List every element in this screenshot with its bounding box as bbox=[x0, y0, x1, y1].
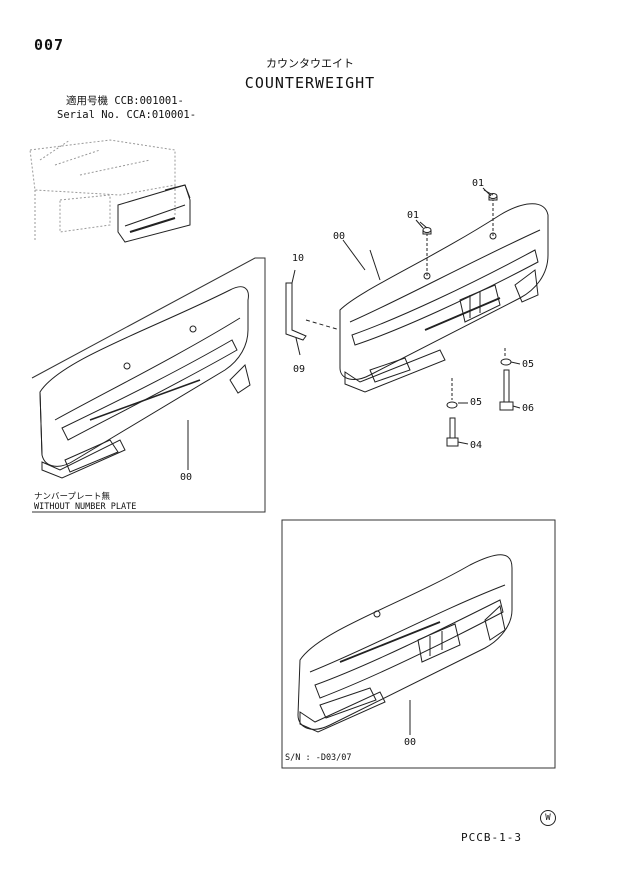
serial-number-line: Serial No. CCA:010001- bbox=[57, 109, 197, 121]
fasteners bbox=[446, 348, 521, 447]
callout-00-main: 00 bbox=[333, 231, 346, 242]
callout-00-inset-bottom: 00 bbox=[404, 737, 417, 748]
callout-09: 09 bbox=[293, 364, 306, 375]
w-circle-mark: W bbox=[540, 810, 556, 826]
inset-frame-bottom bbox=[281, 519, 556, 769]
callout-00-inset-left: 00 bbox=[180, 472, 193, 483]
callout-10: 10 bbox=[292, 253, 305, 264]
lifting-tool bbox=[285, 269, 341, 356]
machine-thumbnail bbox=[29, 139, 176, 240]
counterweight-no-plate bbox=[39, 286, 251, 479]
callout-05-lower: 05 bbox=[470, 397, 483, 408]
title-japanese: カウンタウエイト bbox=[266, 57, 354, 70]
thumbnail-counterweight bbox=[117, 184, 191, 243]
leader-01-right bbox=[482, 187, 492, 197]
caption-serial-range: S/N : -D03/07 bbox=[285, 753, 352, 763]
callout-06: 06 bbox=[522, 403, 535, 414]
callout-01-left: 01 bbox=[407, 210, 420, 221]
callout-04: 04 bbox=[470, 440, 483, 451]
leader-00-main bbox=[342, 239, 366, 271]
callout-01-right: 01 bbox=[472, 178, 485, 189]
counterweight-main bbox=[339, 200, 549, 393]
applicable-model-line: 適用号機 CCB:001001- bbox=[66, 95, 184, 107]
counterweight-serial-range bbox=[297, 554, 513, 735]
page-number: 007 bbox=[34, 36, 65, 54]
callout-05-upper: 05 bbox=[522, 359, 535, 370]
inset-frame-left bbox=[31, 257, 266, 513]
plug-parts bbox=[419, 189, 498, 235]
caption-no-plate-en: WITHOUT NUMBER PLATE bbox=[34, 502, 137, 512]
caption-no-plate-jp: ナンバープレート無 bbox=[34, 492, 110, 502]
leader-01-left bbox=[415, 219, 424, 229]
footer-page-code: PCCB-1-3 bbox=[461, 831, 522, 844]
title-english: COUNTERWEIGHT bbox=[244, 74, 376, 92]
